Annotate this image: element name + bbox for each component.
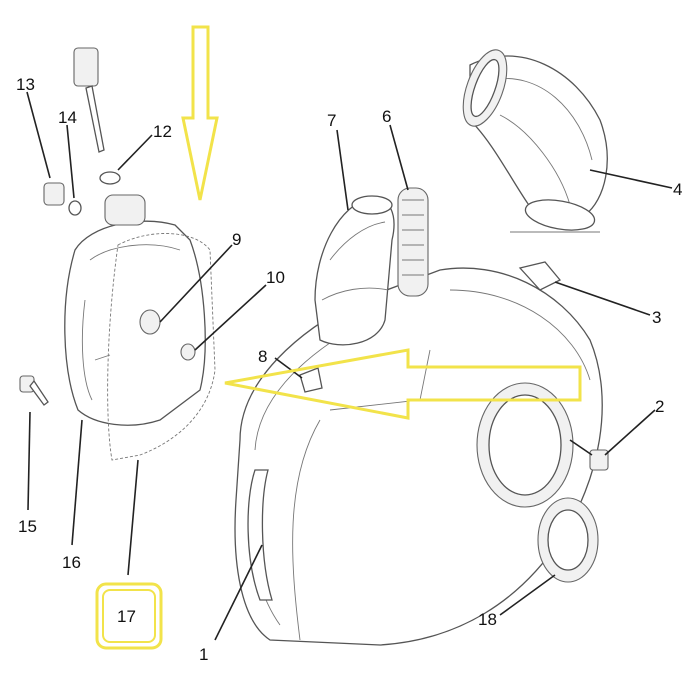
oring-14-drawing bbox=[68, 200, 82, 216]
callout-7: 7 bbox=[327, 111, 336, 130]
callout-12: 12 bbox=[153, 122, 172, 141]
callout-6: 6 bbox=[382, 107, 391, 126]
callout-16: 16 bbox=[62, 553, 81, 572]
callout-2: 2 bbox=[655, 397, 664, 416]
duct-7-drawing bbox=[314, 195, 395, 346]
inset-duct-drawing bbox=[462, 49, 608, 233]
callout-labels: 13 14 12 9 10 15 16 17 7 6 4 3 2 8 18 1 bbox=[16, 75, 682, 664]
leader-lines bbox=[26, 91, 673, 641]
small-cover-16-drawing bbox=[64, 194, 206, 426]
callout-8: 8 bbox=[258, 347, 267, 366]
down-arrow-highlight bbox=[181, 25, 219, 201]
clamp-8-drawing bbox=[299, 367, 323, 393]
bolt-15-drawing bbox=[19, 375, 49, 406]
left-arrow-highlight bbox=[224, 348, 582, 420]
filter-6-drawing bbox=[397, 187, 429, 297]
callout-17-highlight-box bbox=[95, 582, 163, 650]
callout-1: 1 bbox=[199, 645, 208, 664]
callout-10: 10 bbox=[266, 268, 285, 287]
callout-4: 4 bbox=[673, 180, 682, 199]
main-cover-drawing bbox=[234, 261, 603, 646]
callout-15: 15 bbox=[18, 517, 37, 536]
callout-14: 14 bbox=[58, 108, 77, 127]
seal-ring-18-drawing bbox=[537, 497, 599, 583]
gasket-17-drawing bbox=[107, 233, 216, 461]
callout-13: 13 bbox=[16, 75, 35, 94]
callout-9: 9 bbox=[232, 230, 241, 249]
callout-17: 17 bbox=[117, 607, 136, 626]
callout-18: 18 bbox=[478, 610, 497, 629]
dipstick-12-drawing bbox=[73, 47, 121, 185]
callout-3: 3 bbox=[652, 308, 661, 327]
highlight-annotations bbox=[95, 25, 582, 650]
plug-13-drawing bbox=[43, 182, 65, 206]
bolt-2-drawing bbox=[569, 439, 609, 471]
